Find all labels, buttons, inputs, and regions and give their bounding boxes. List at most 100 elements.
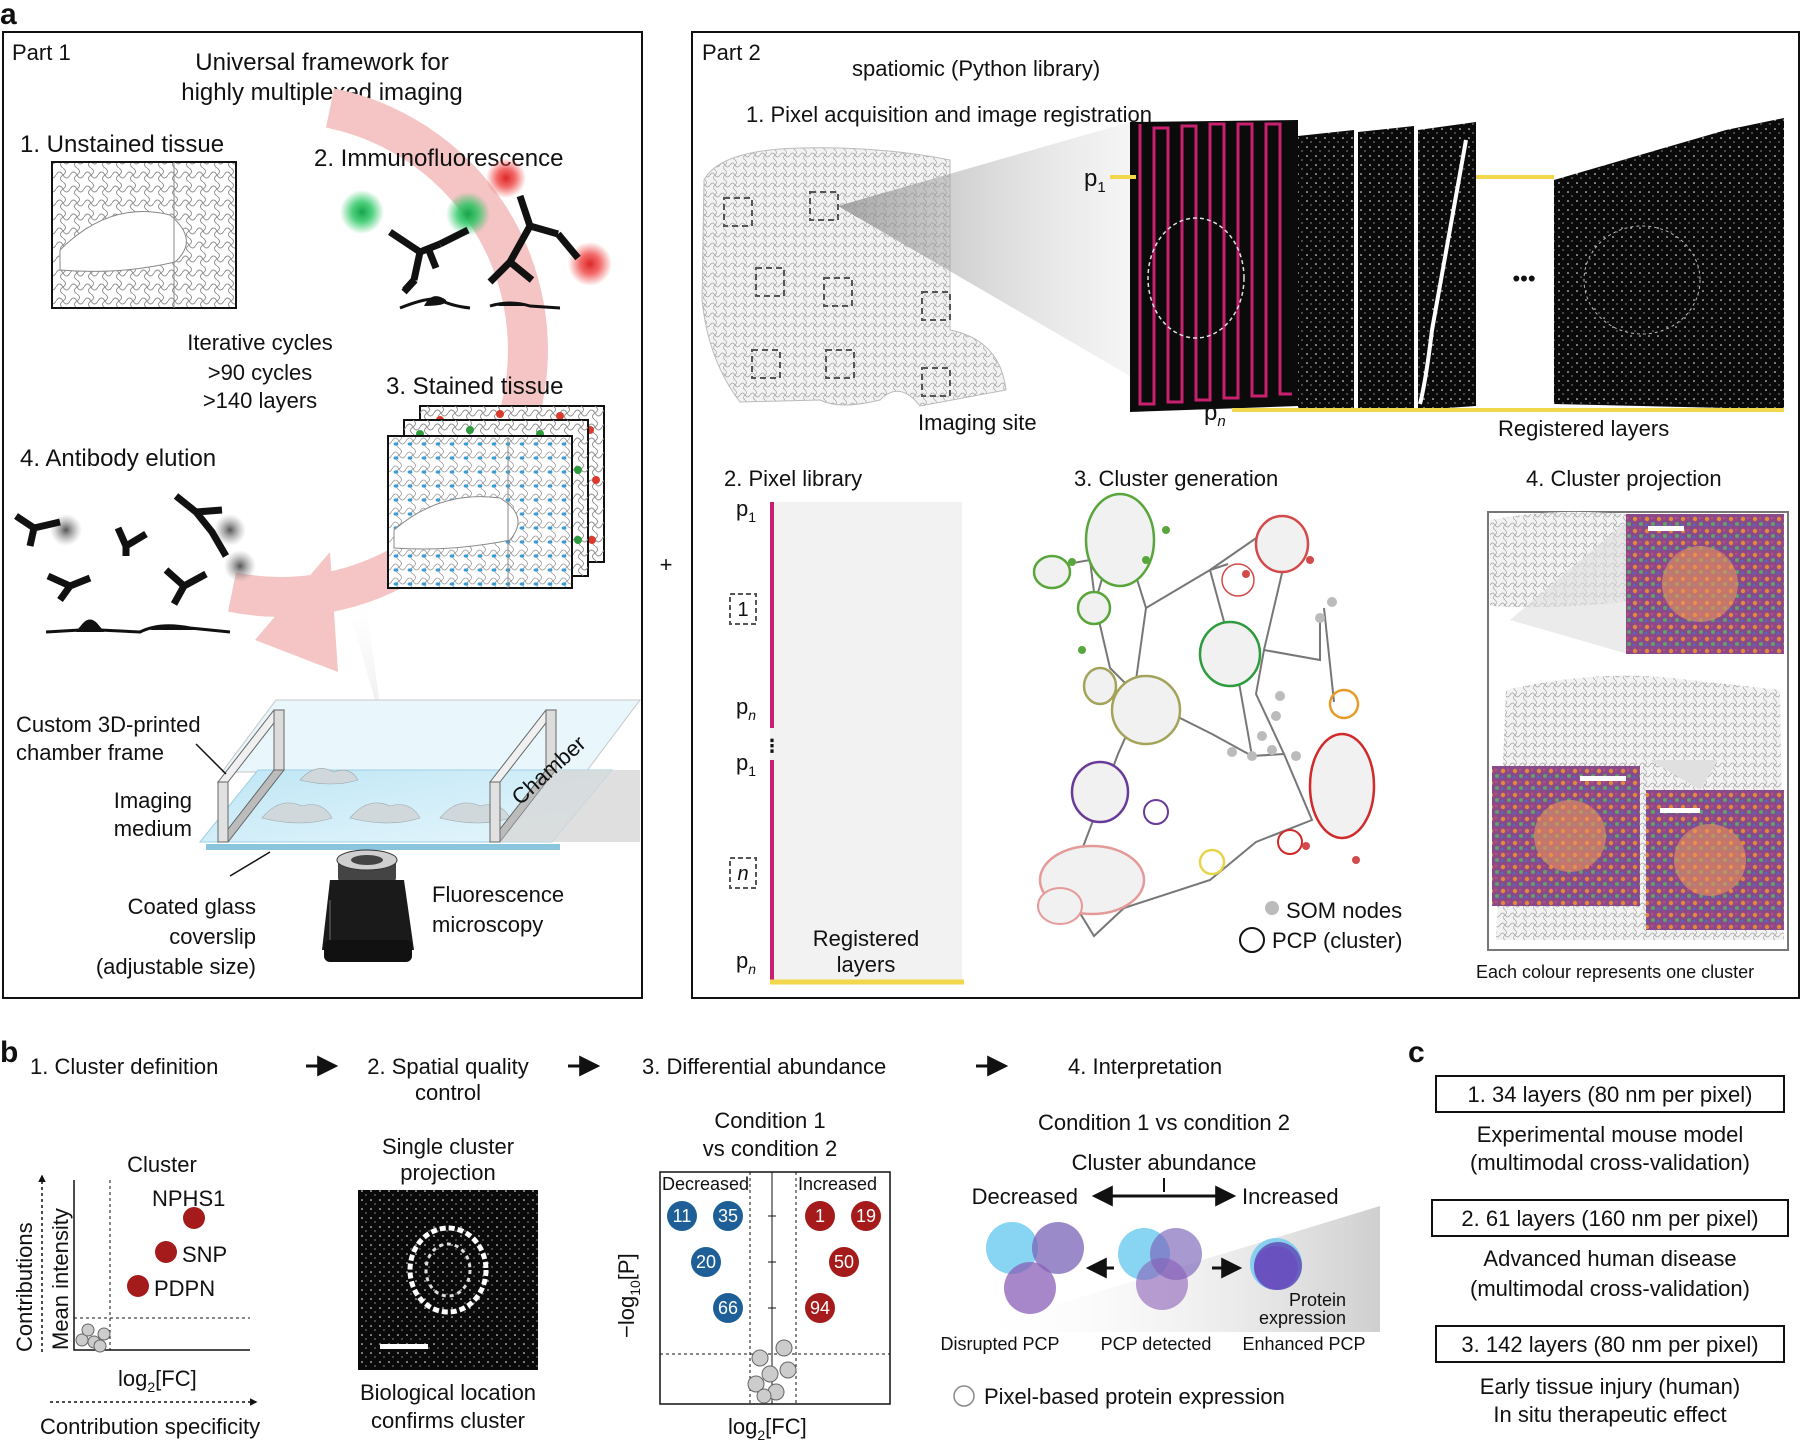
part1-title-line1: Universal framework for [195, 49, 448, 76]
chamber-frame-line1: Custom 3D-printed [16, 712, 201, 737]
c-item3-box [1435, 1325, 1785, 1363]
panel-label-c: c [1408, 1036, 1425, 1069]
microscopy-line2: microscopy [432, 912, 543, 937]
cluster-graph [1032, 492, 1376, 938]
marker-snp: SNP [182, 1242, 227, 1267]
panel-label-a: a [0, 0, 17, 31]
cycles-line1: Iterative cycles [187, 330, 333, 355]
cycles-line2: >90 cycles [208, 360, 313, 385]
step1-unstained-label: 1. Unstained tissue [20, 131, 224, 158]
objective-lens [322, 849, 414, 962]
dot-20: 20 [696, 1252, 716, 1272]
dot-66: 66 [718, 1298, 738, 1318]
dot-50: 50 [834, 1252, 854, 1272]
chamber-frame-line2: chamber frame [16, 740, 164, 765]
disrupted-pcp-circles [986, 1222, 1084, 1314]
cluster-abundance: Cluster abundance [1072, 1150, 1257, 1175]
imaging-medium-line1: Imaging [114, 788, 192, 813]
part2-step4-label: 4. Cluster projection [1526, 466, 1722, 491]
pn-top-label: pn [1204, 399, 1226, 430]
panel-c: 1. 34 layers (80 nm per pixel) Experimen… [1431, 1075, 1789, 1427]
protein-line2: expression [1259, 1308, 1346, 1328]
b-step3: 3. Differential abundance [642, 1054, 886, 1079]
marker-pdpn: PDPN [154, 1276, 215, 1301]
b-step2-line1: 2. Spatial quality [367, 1054, 528, 1079]
dot-11: 11 [673, 1206, 692, 1226]
eluted-antibodies [14, 493, 256, 634]
marker-nphs1: NPHS1 [152, 1186, 225, 1211]
panel-label-b: b [0, 1036, 18, 1069]
cluster-title: Cluster [127, 1152, 197, 1177]
lib-pn-b: pn [736, 948, 756, 977]
bio-location-line2: confirms cluster [371, 1408, 525, 1433]
lib-p1-b: p1 [736, 750, 756, 779]
imaging-chamber [198, 699, 641, 850]
lib-p1-a: p1 [736, 496, 756, 525]
disrupted-pcp: Disrupted PCP [940, 1334, 1059, 1354]
interp-title: Condition 1 vs condition 2 [1038, 1110, 1290, 1135]
lib-pn-a: pn [736, 694, 756, 723]
log2fc-label-1: log2[FC] [118, 1366, 197, 1395]
dot-1: 1 [815, 1206, 825, 1226]
single-cluster-image [358, 1190, 538, 1370]
part2-label: Part 2 [702, 40, 761, 65]
panel-b: 1. Cluster definition 2. Spatial quality… [12, 1054, 1380, 1442]
c-item1-line2: (multimodal cross-validation) [1470, 1150, 1750, 1175]
c-item2-line1: Advanced human disease [1483, 1246, 1736, 1271]
cond-line2: vs condition 2 [703, 1136, 838, 1161]
pixel-library [770, 502, 962, 980]
part2-step3-label: 3. Cluster generation [1074, 466, 1278, 491]
c-item1-box [1435, 1075, 1785, 1113]
part1-panel: Part 1 Universal framework for highly mu… [2, 31, 643, 999]
c-item3-line2: In situ therapeutic effect [1493, 1402, 1726, 1427]
single-cluster-line2: projection [400, 1160, 495, 1185]
lib-box-n: n [737, 863, 748, 885]
cycle-arrow-head [255, 552, 338, 672]
pcp-cluster-legend: PCP (cluster) [1272, 928, 1402, 953]
colour-note: Each colour represents one cluster [1476, 962, 1754, 982]
b-step1: 1. Cluster definition [30, 1054, 218, 1079]
coverslip-line3: (adjustable size) [96, 954, 256, 979]
interp-decreased: Decreased [972, 1184, 1078, 1209]
interp-increased: Increased [1242, 1184, 1339, 1209]
cycle-arrow [228, 88, 548, 617]
step2-immunofluorescence-label: 2. Immunofluorescence [314, 145, 563, 172]
part2-step2-label: 2. Pixel library [724, 466, 862, 491]
antibody-illustration [340, 158, 612, 310]
part1-label: Part 1 [12, 40, 71, 65]
volcano-ylabel: −log10[P] [614, 1253, 643, 1338]
registered-layers-top: Registered layers [1498, 416, 1669, 441]
step4-elution-label: 4. Antibody elution [20, 445, 216, 472]
lib-vertical-ellipsis: ⋮ [763, 736, 781, 756]
cycles-line3: >140 layers [203, 388, 317, 413]
stained-tissue-stack [387, 405, 605, 589]
zoom-cone [838, 122, 1130, 376]
p1-top-label: p1 [1084, 165, 1106, 196]
c-item3: 3. 142 layers (80 nm per pixel) [1461, 1332, 1758, 1357]
imaging-site-label: Imaging site [918, 410, 1037, 435]
coverslip-line1: Coated glass [128, 894, 256, 919]
part2-step1-label: 1. Pixel acquisition and image registrat… [746, 102, 1152, 127]
volcano-plot [659, 1171, 891, 1405]
dot-35: 35 [718, 1206, 738, 1226]
log2fc-label-2: log2[FC] [728, 1414, 807, 1442]
bio-location-line1: Biological location [360, 1380, 536, 1405]
single-cluster-line1: Single cluster [382, 1134, 514, 1159]
decreased-dots [667, 1201, 743, 1323]
contribution-specificity: Contribution specificity [40, 1414, 260, 1439]
step3-stained-label: 3. Stained tissue [386, 373, 563, 400]
b-step2-line2: control [415, 1080, 481, 1105]
enhanced-pcp-circles [1250, 1238, 1302, 1290]
part1-title-line2: highly multiplexed imaging [181, 79, 462, 106]
enhanced-pcp: Enhanced PCP [1242, 1334, 1365, 1354]
lib-box-1: 1 [737, 599, 748, 621]
plus-sign: + [660, 552, 673, 577]
mean-intensity-label: Mean intensity [48, 1208, 73, 1350]
protein-line1: Protein [1289, 1290, 1346, 1310]
volcano-decreased: Decreased [662, 1174, 749, 1194]
c-item1-line1: Experimental mouse model [1477, 1122, 1744, 1147]
increased-dots [805, 1201, 881, 1323]
layer-stack [1130, 118, 1784, 412]
imaging-medium-line2: medium [114, 816, 192, 841]
